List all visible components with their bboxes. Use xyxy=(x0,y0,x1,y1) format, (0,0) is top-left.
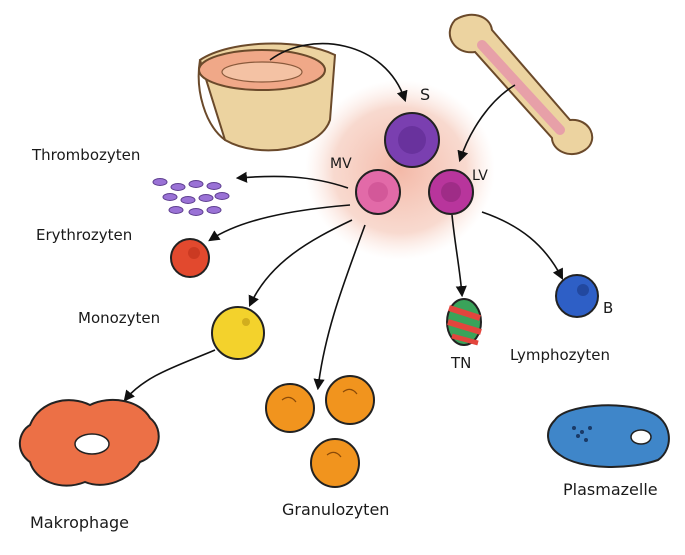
long-bone-icon xyxy=(448,13,594,156)
arrow-mv-to-granulozyten xyxy=(313,224,366,391)
label-b: B xyxy=(603,299,613,317)
label-s: S xyxy=(420,85,430,104)
arrow-vertebra-to-s xyxy=(269,42,408,103)
arrow-lv-to-b xyxy=(481,211,564,280)
vertebra-bone-icon xyxy=(197,42,337,152)
marrow-halo xyxy=(305,80,495,260)
label-mv: MV xyxy=(330,156,352,172)
arrow-mv-to-thrombozyten xyxy=(235,171,349,189)
arrow-lv-to-tn xyxy=(451,214,467,298)
monocyte xyxy=(211,306,265,360)
t-cell xyxy=(446,298,482,346)
label-tn: TN xyxy=(450,354,471,372)
label-granulozyten: Granulozyten xyxy=(282,500,389,519)
arrow-bone-to-lv xyxy=(457,84,516,163)
erythrocyte xyxy=(170,238,210,278)
label-lymphozyten: Lymphozyten xyxy=(510,346,610,364)
arrow-mv-to-monozyten xyxy=(248,219,353,308)
arrow-monozyten-to-makrophage xyxy=(123,349,216,402)
label-lv: LV xyxy=(472,168,488,184)
label-plasmazelle: Plasmazelle xyxy=(563,480,658,499)
label-monozyten: Monozyten xyxy=(78,309,160,327)
platelets xyxy=(152,178,230,216)
label-erythrozyten: Erythrozyten xyxy=(36,226,132,244)
plasma-cell xyxy=(547,404,670,468)
granulocytes xyxy=(265,375,375,488)
b-cell xyxy=(555,274,599,318)
label-thrombozyten: Thrombozyten xyxy=(31,146,140,164)
arrow-mv-to-erythrozyten xyxy=(208,204,351,242)
label-makrophage: Makrophage xyxy=(30,513,129,532)
